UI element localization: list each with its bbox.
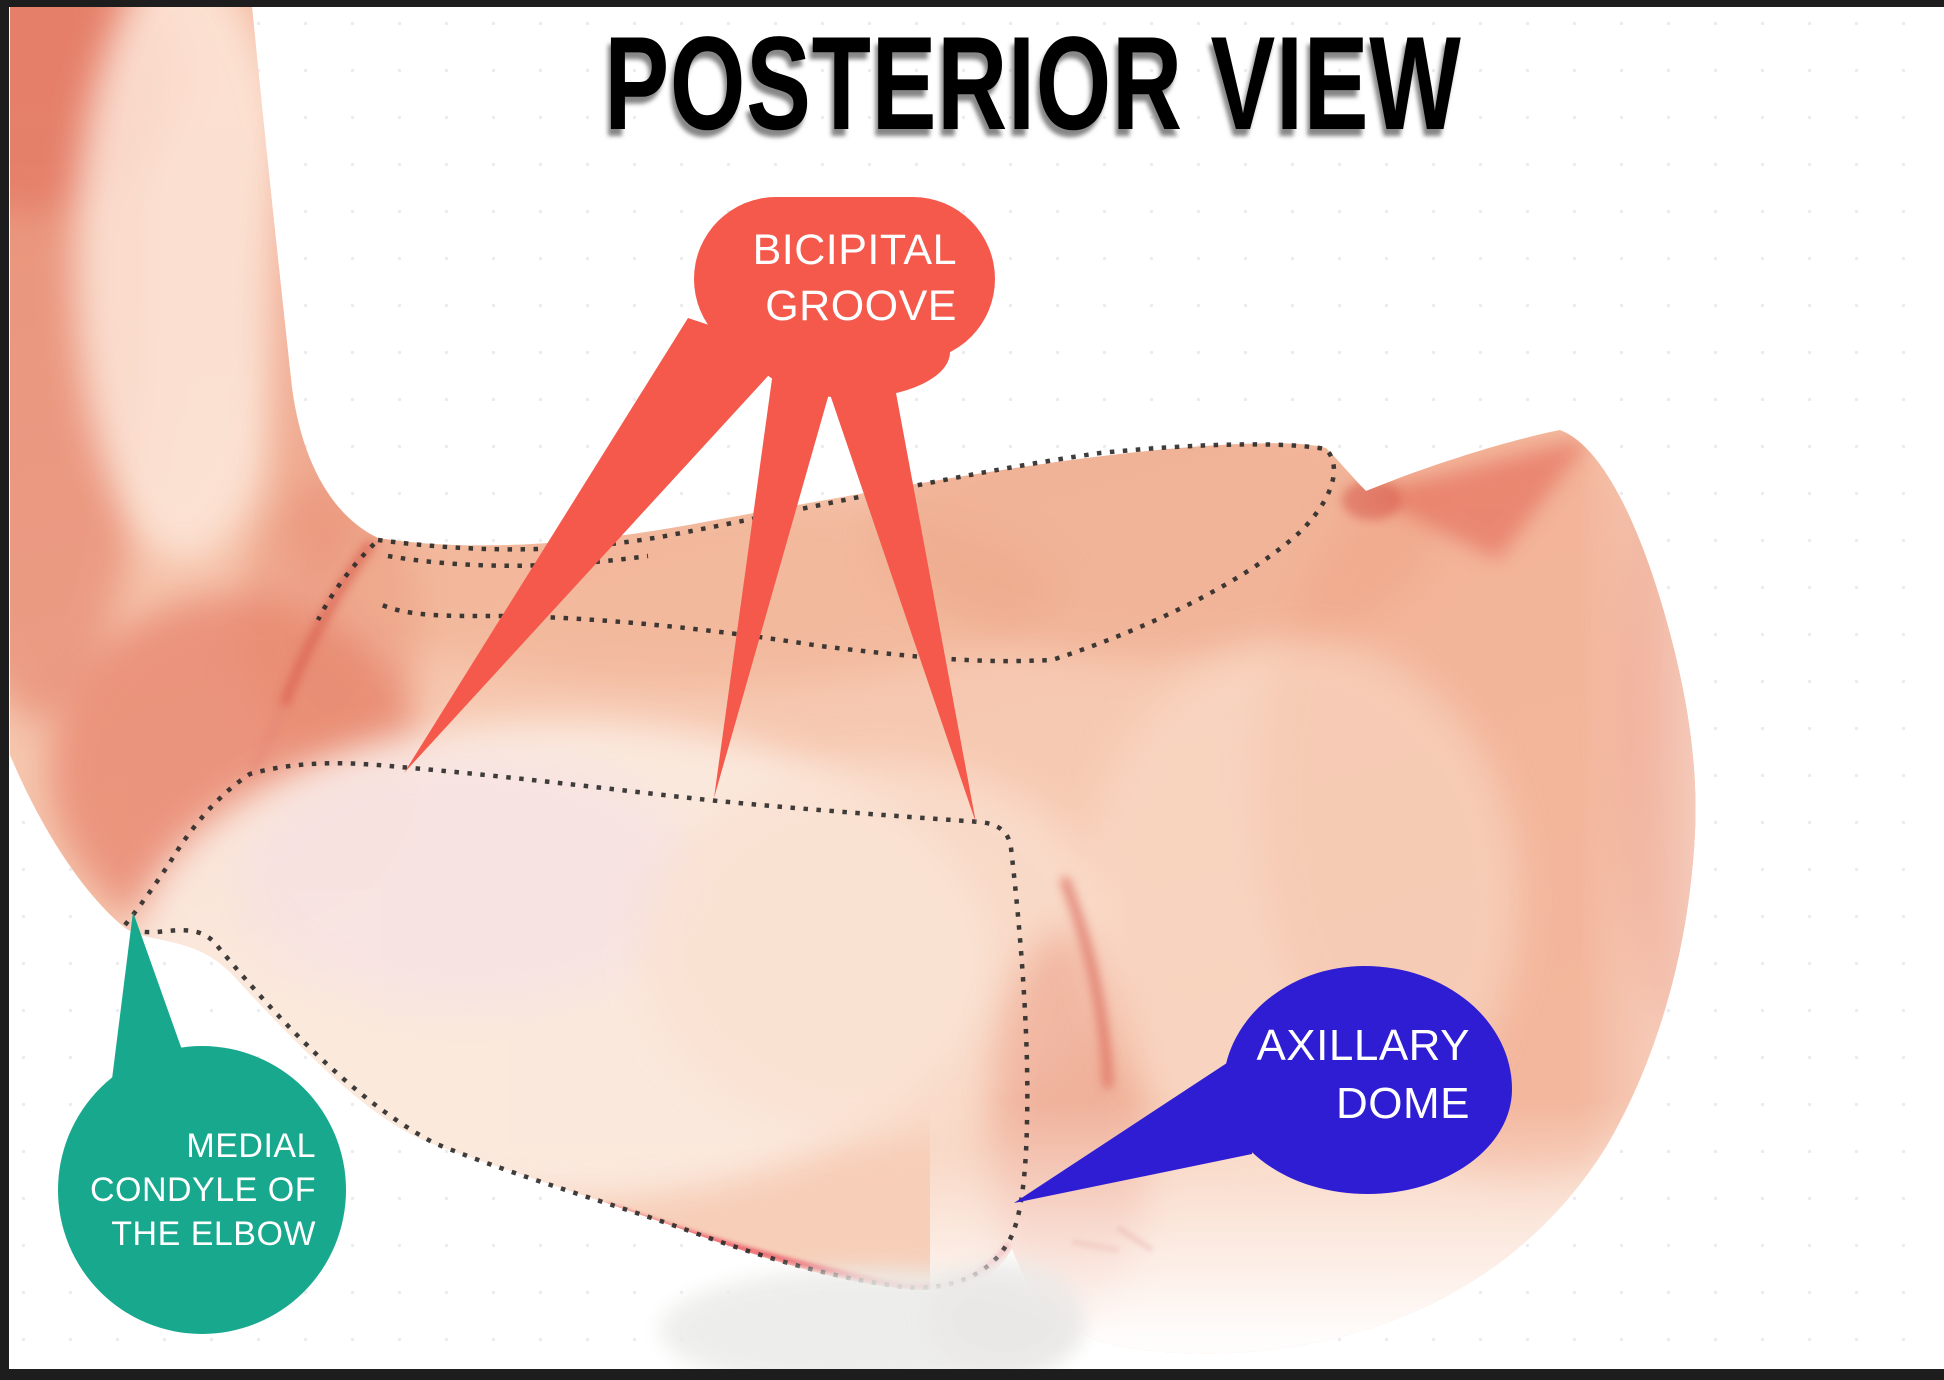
medial-condyle-line3: THE ELBOW (111, 1215, 316, 1254)
bicipital-groove-line1: BICIPITAL (752, 226, 957, 275)
bicipital-groove-line2: GROOVE (765, 282, 957, 330)
muscle-outlines (121, 442, 1337, 1290)
medial-condyle-line1: MEDIAL (186, 1126, 316, 1165)
shoulder-crease (1368, 436, 1592, 560)
axillary-dome-line1: AXILLARY (1256, 1020, 1470, 1070)
elbow-crease (280, 539, 376, 707)
frame-bottom-border (0, 1369, 1944, 1380)
page-title: POSTERIOR VIEW (604, 10, 1462, 158)
frame-top-border (0, 0, 1944, 7)
medial-condyle-line2: CONDYLE OF (89, 1170, 316, 1209)
frame-left-border (0, 0, 9, 1380)
triceps-outline-dotted (121, 761, 1030, 1290)
medial-condyle-label: MEDIAL CONDYLE OF THE ELBOW (58, 1046, 346, 1334)
axillary-dome-line2: DOME (1336, 1079, 1470, 1128)
floor-reflection (660, 1260, 1083, 1380)
axillary-dome-label: AXILLARY DOME (1223, 966, 1512, 1194)
bicipital-groove-label: BICIPITAL GROOVE (694, 197, 995, 361)
